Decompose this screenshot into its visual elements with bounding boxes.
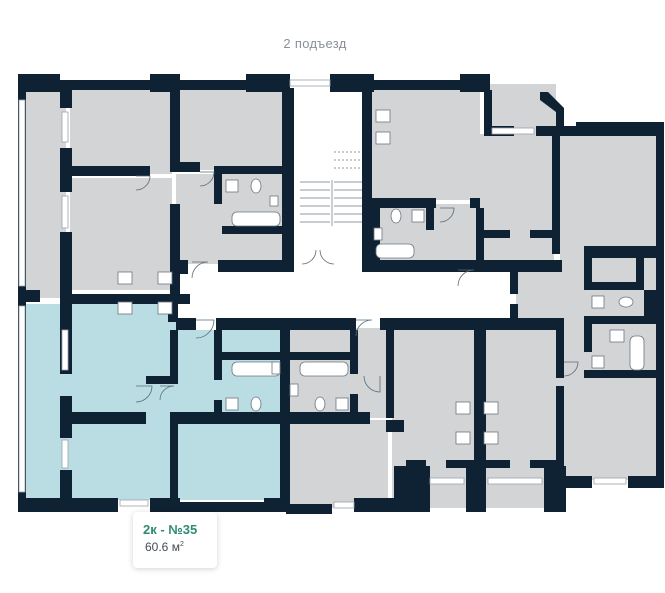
- sink-icon: [335, 397, 349, 411]
- room: [178, 88, 282, 170]
- room: [288, 420, 388, 508]
- stove-icon: [455, 431, 471, 445]
- sink-icon: [157, 271, 173, 285]
- sink-icon: [271, 361, 281, 375]
- fixtures: [117, 109, 645, 445]
- sink-icon: [225, 179, 239, 193]
- apartment-info-card[interactable]: 2к - №35 60.6 м2: [133, 512, 217, 568]
- stove-icon: [117, 271, 133, 285]
- toilet-icon: [314, 396, 326, 412]
- sink-icon: [609, 329, 625, 343]
- stove-icon: [117, 301, 133, 315]
- windows: [18, 79, 627, 509]
- sink-icon: [591, 355, 605, 369]
- stove-icon: [375, 109, 391, 123]
- sink-icon: [157, 301, 173, 315]
- bathtub-icon: [299, 361, 349, 377]
- sink-icon: [269, 195, 279, 207]
- sink-icon: [225, 397, 239, 411]
- toilet-icon: [618, 296, 634, 308]
- corridor: [182, 270, 512, 324]
- toilet-icon: [390, 208, 402, 224]
- sink-icon: [289, 383, 299, 397]
- sink-icon: [591, 295, 605, 309]
- stove-icon: [375, 131, 391, 145]
- room: [560, 370, 660, 480]
- sink-icon: [373, 227, 383, 241]
- bathtub-icon: [375, 243, 415, 259]
- sink-icon: [483, 431, 499, 445]
- stairwell: [294, 88, 362, 264]
- room: [26, 88, 66, 298]
- room: [480, 134, 554, 264]
- stairs: [300, 151, 362, 226]
- selected-room: [26, 304, 178, 500]
- sink-icon: [411, 209, 425, 223]
- toilet-icon: [250, 396, 262, 412]
- room: [70, 178, 172, 290]
- bathtub-icon: [231, 211, 281, 227]
- doors: [135, 171, 579, 403]
- apartment-title: 2к - №35: [143, 522, 198, 537]
- toilet-icon: [250, 178, 262, 194]
- stove-icon: [455, 401, 471, 415]
- bathtub-icon: [629, 335, 645, 371]
- apartment-area: 60.6 м2: [145, 540, 184, 554]
- room: [560, 134, 660, 264]
- entrance-label: 2 подъезд: [283, 36, 347, 51]
- sink-icon: [483, 401, 499, 415]
- room: [70, 88, 172, 174]
